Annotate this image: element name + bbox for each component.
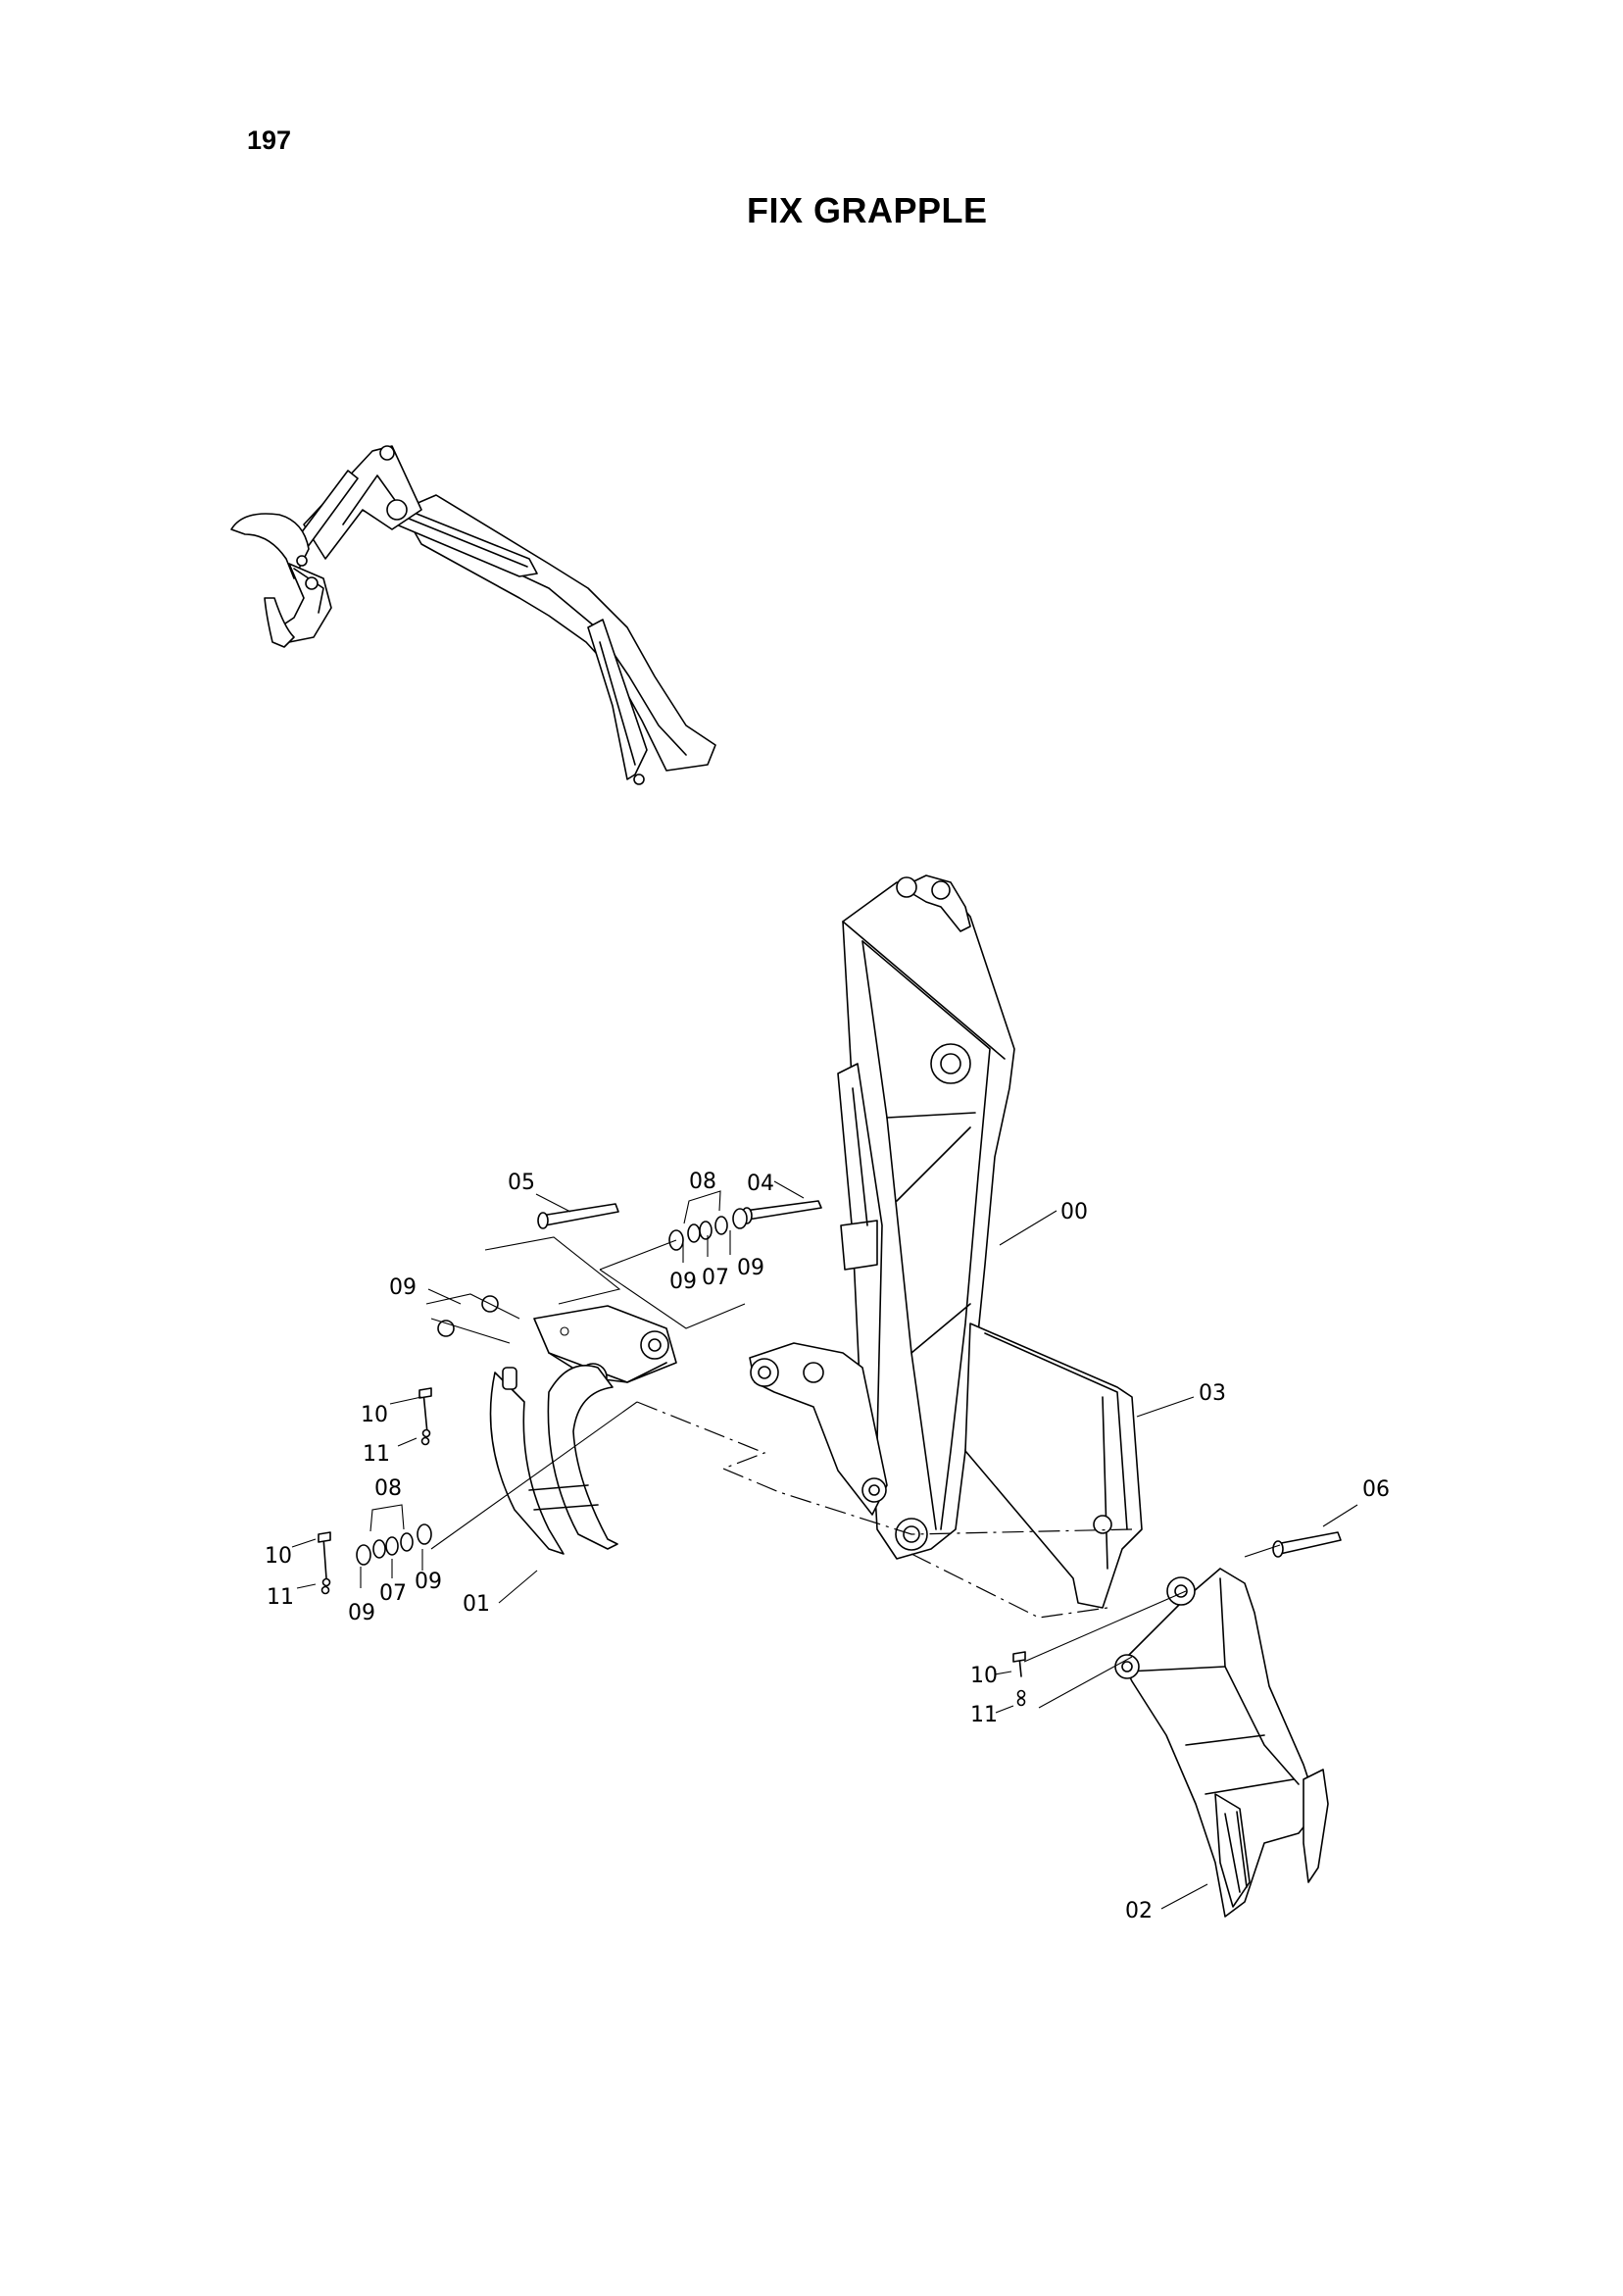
callout-08-lower: 08 [374, 1476, 402, 1501]
callout-09-lower-b: 09 [415, 1570, 442, 1594]
callout-01: 01 [463, 1592, 490, 1617]
callout-07-upper: 07 [702, 1266, 729, 1290]
page-title: FIX GRAPPLE [747, 190, 988, 230]
callout-11-lower: 11 [267, 1585, 294, 1610]
bushing-set-lower [356, 1523, 432, 1566]
pin-part-06 [1272, 1531, 1342, 1558]
callout-10-lower: 10 [265, 1544, 292, 1569]
page-number: 197 [247, 125, 292, 155]
callout-11-right: 11 [970, 1703, 998, 1727]
arm-part-00 [749, 874, 1143, 1609]
callout-09-lower-a: 09 [348, 1601, 375, 1625]
callout-labels: 04 05 08 00 09 07 09 09 03 10 11 08 06 1… [265, 1170, 1390, 1923]
callout-10-left: 10 [361, 1403, 388, 1427]
callout-11-left: 11 [363, 1442, 390, 1467]
callout-10-right: 10 [970, 1664, 998, 1688]
callout-08-upper: 08 [689, 1170, 716, 1194]
callout-09-upper-b: 09 [737, 1256, 764, 1280]
pin-part-05 [537, 1203, 619, 1229]
leader-lines [291, 1180, 1358, 1910]
grapple-part-02 [1114, 1568, 1329, 1918]
callout-06: 06 [1362, 1477, 1390, 1502]
callout-09-upper-a: 09 [669, 1270, 697, 1294]
callout-03: 03 [1199, 1381, 1226, 1406]
callout-02: 02 [1125, 1899, 1153, 1923]
arm-assembly-overview [230, 445, 716, 785]
bushing-set-upper [668, 1208, 748, 1251]
bolt-nut-set-c [1012, 1651, 1026, 1707]
callout-07-lower: 07 [379, 1581, 407, 1606]
callout-09-left: 09 [389, 1275, 417, 1300]
grapple-part-01 [489, 1305, 677, 1555]
bolt-nut-set-a [418, 1387, 432, 1446]
callout-00: 00 [1060, 1200, 1088, 1224]
shim-pair-09 [437, 1295, 499, 1337]
pin-part-04 [741, 1200, 822, 1224]
assembly-lines [425, 1236, 1281, 1709]
bolt-nut-set-b [318, 1531, 331, 1595]
callout-05: 05 [508, 1171, 535, 1195]
callout-04: 04 [747, 1172, 774, 1196]
